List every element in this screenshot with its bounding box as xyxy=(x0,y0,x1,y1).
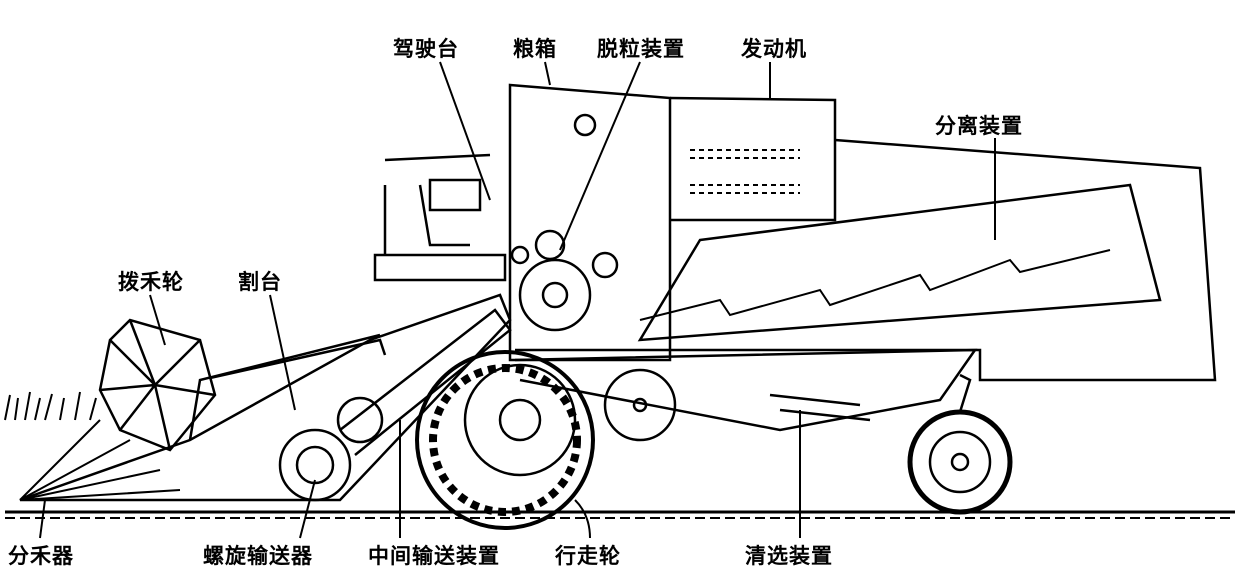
straw-walkers xyxy=(639,249,1111,321)
label-driver-platform: 驾驶台 xyxy=(393,37,459,61)
engine-vents xyxy=(690,149,800,194)
crop-stalks xyxy=(4,391,181,501)
label-crop-divider: 分禾器 xyxy=(8,544,74,568)
label-header: 割台 xyxy=(238,270,282,294)
cleaning-fan xyxy=(603,368,871,442)
threshing-drum xyxy=(510,229,619,332)
label-threshing-unit: 脱粒装置 xyxy=(597,37,685,61)
cab xyxy=(373,153,507,282)
label-cleaning-unit: 清选装置 xyxy=(745,544,833,568)
drive-wheel xyxy=(415,350,595,530)
feeder-conveyor xyxy=(339,308,512,456)
label-reel: 拨禾轮 xyxy=(118,270,184,294)
label-grain-tank: 粮箱 xyxy=(513,37,557,61)
ground-line xyxy=(5,510,1235,519)
reel xyxy=(98,318,217,452)
label-separation-unit: 分离装置 xyxy=(935,114,1023,138)
rear-wheel xyxy=(907,373,1013,515)
label-engine: 发动机 xyxy=(741,37,807,61)
leader-lines xyxy=(39,61,996,539)
machine-body xyxy=(508,83,1217,432)
auger xyxy=(278,396,384,502)
label-drive-wheel: 行走轮 xyxy=(555,544,621,568)
label-auger-conveyor: 螺旋输送器 xyxy=(203,544,313,568)
label-intermediate-conveyor: 中间输送装置 xyxy=(368,544,500,568)
